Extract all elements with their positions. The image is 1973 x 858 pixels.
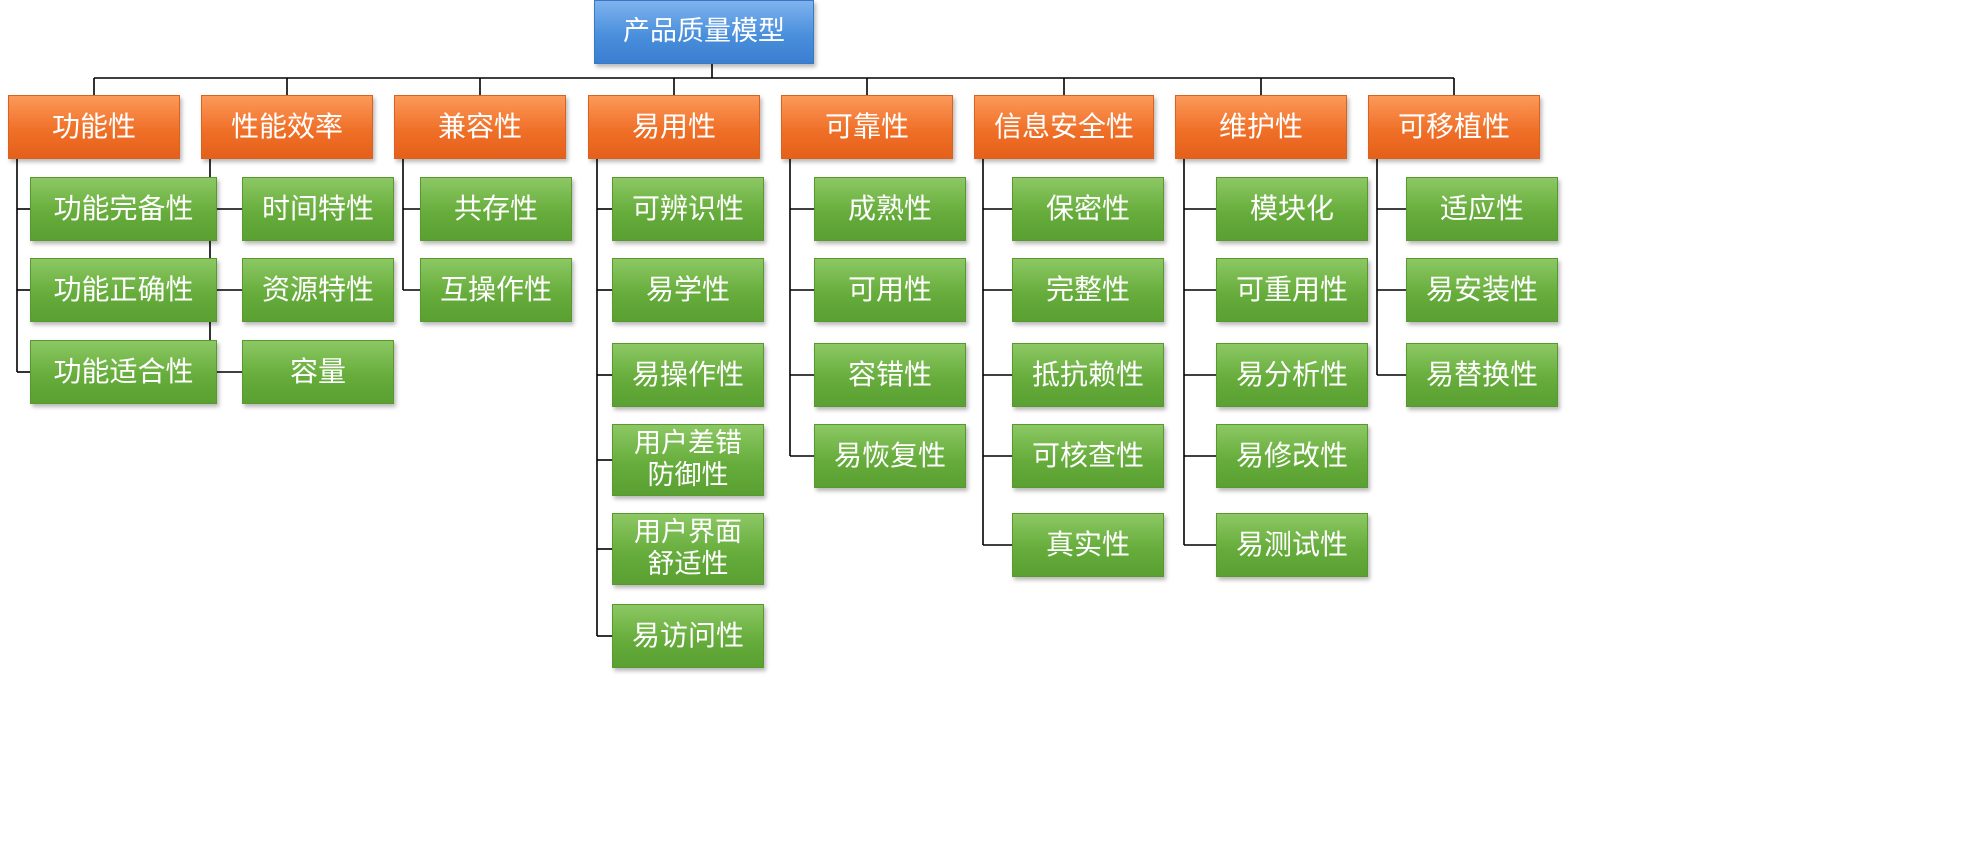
sub-reusability: 可重用性 (1216, 258, 1368, 322)
sub-functional-completeness: 功能完备性 (30, 177, 217, 241)
sub-analysability: 易分析性 (1216, 343, 1368, 407)
sub-installability: 易安装性 (1406, 258, 1558, 322)
sub-recognizability: 可辨识性 (612, 177, 764, 241)
sub-functional-correctness: 功能正确性 (30, 258, 217, 322)
sub-non-repudiation: 抵抗赖性 (1012, 343, 1164, 407)
sub-replaceability: 易替换性 (1406, 343, 1558, 407)
sub-learnability: 易学性 (612, 258, 764, 322)
sub-accountability: 可核查性 (1012, 424, 1164, 488)
category-usability: 易用性 (588, 95, 760, 159)
sub-availability: 可用性 (814, 258, 966, 322)
sub-fault-tolerance: 容错性 (814, 343, 966, 407)
sub-interoperability: 互操作性 (420, 258, 572, 322)
sub-testability: 易测试性 (1216, 513, 1368, 577)
sub-integrity: 完整性 (1012, 258, 1164, 322)
root-node: 产品质量模型 (594, 0, 814, 64)
sub-user-error-protection: 用户差错 防御性 (612, 424, 764, 496)
sub-maturity: 成熟性 (814, 177, 966, 241)
sub-functional-appropriateness: 功能适合性 (30, 340, 217, 404)
category-functional: 功能性 (8, 95, 180, 159)
sub-capacity: 容量 (242, 340, 394, 404)
sub-coexistence: 共存性 (420, 177, 572, 241)
sub-accessibility: 易访问性 (612, 604, 764, 668)
quality-model-diagram: 产品质量模型 功能性 性能效率 兼容性 易用性 可靠性 信息安全性 维护性 可移… (8, 0, 1558, 668)
sub-resource-utilization: 资源特性 (242, 258, 394, 322)
sub-modifiability: 易修改性 (1216, 424, 1368, 488)
sub-ui-aesthetics: 用户界面 舒适性 (612, 513, 764, 585)
category-compatibility: 兼容性 (394, 95, 566, 159)
sub-time-behaviour: 时间特性 (242, 177, 394, 241)
sub-recoverability: 易恢复性 (814, 424, 966, 488)
sub-modularity: 模块化 (1216, 177, 1368, 241)
sub-operability: 易操作性 (612, 343, 764, 407)
sub-adaptability: 适应性 (1406, 177, 1558, 241)
sub-confidentiality: 保密性 (1012, 177, 1164, 241)
category-portability: 可移植性 (1368, 95, 1540, 159)
category-security: 信息安全性 (974, 95, 1154, 159)
category-maintainability: 维护性 (1175, 95, 1347, 159)
category-reliability: 可靠性 (781, 95, 953, 159)
category-performance: 性能效率 (201, 95, 373, 159)
sub-authenticity: 真实性 (1012, 513, 1164, 577)
